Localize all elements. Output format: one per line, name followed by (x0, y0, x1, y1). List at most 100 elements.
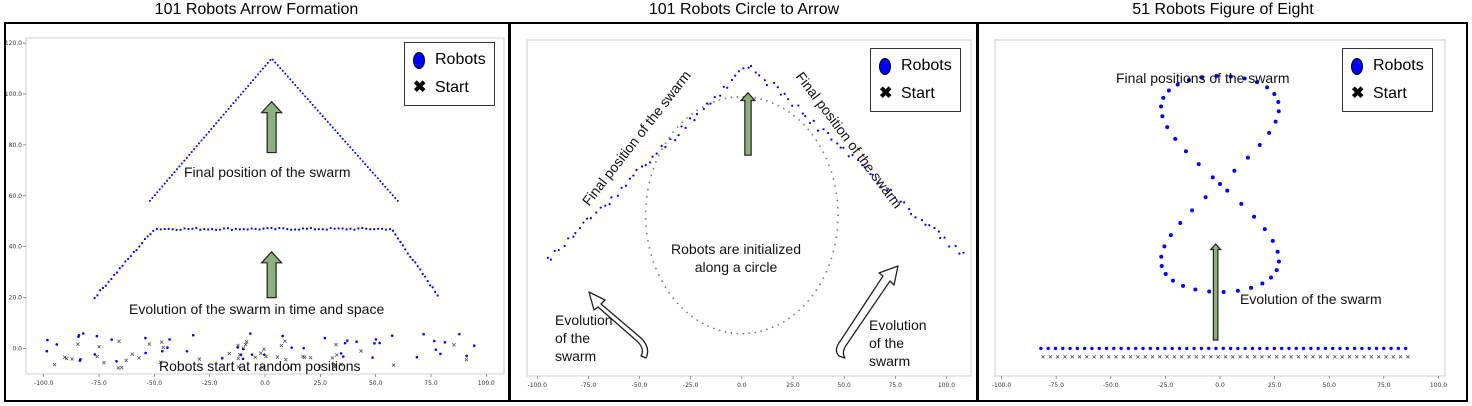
robot-point (371, 356, 374, 359)
start-point (645, 225, 647, 228)
start-point (1274, 354, 1279, 359)
robot-point (1159, 254, 1164, 259)
robot-point (1207, 289, 1212, 294)
robot-point (1352, 346, 1357, 351)
robot-point (276, 64, 279, 67)
robot-point (357, 227, 360, 230)
robot-point (1269, 275, 1274, 280)
robot-point (146, 235, 149, 238)
robot-point (439, 352, 442, 356)
robot-point (138, 245, 141, 248)
panel-3-title: 51 Robots Figure of Eight (1132, 1, 1314, 18)
panel-1-title: 101 Robots Arrow Formation (154, 1, 359, 18)
robot-point (851, 153, 854, 157)
robot-point (302, 346, 306, 350)
start-point (283, 357, 288, 362)
robot-point (1228, 74, 1233, 79)
robot-point (674, 139, 677, 142)
robot-point (628, 177, 631, 180)
robot-point (326, 120, 329, 123)
start-point (1165, 354, 1169, 359)
start-point (260, 365, 265, 370)
robot-point (1165, 125, 1170, 130)
robot-point (1170, 278, 1175, 283)
robot-point (314, 106, 317, 109)
robot-point (1075, 346, 1080, 351)
robot-point (118, 267, 121, 270)
robot-point (227, 107, 230, 110)
robot-point (1294, 346, 1298, 351)
robot-point (664, 145, 667, 149)
start-point (822, 151, 825, 154)
start-point (1114, 354, 1118, 359)
robot-point (155, 227, 158, 231)
robot-point (1053, 346, 1058, 351)
robot-point (124, 260, 127, 263)
start-point (798, 119, 800, 121)
robot-point (1274, 268, 1279, 273)
robot-point (234, 99, 237, 102)
robot-point (1126, 346, 1131, 351)
start-point (158, 360, 163, 365)
robot-point (599, 206, 602, 209)
start-point (287, 366, 291, 371)
start-point (464, 357, 469, 362)
robot-point (726, 86, 729, 89)
legend-start-label: Start (1373, 85, 1407, 102)
robot-point (249, 332, 252, 335)
robot-point (144, 336, 147, 340)
robot-point (1360, 346, 1364, 351)
robot-point (1249, 285, 1254, 290)
robot-point (297, 228, 301, 231)
start-point (1172, 354, 1177, 359)
robot-point (337, 227, 340, 230)
robot-point (1162, 244, 1167, 249)
robot-point (1276, 109, 1281, 114)
robot-point (349, 146, 352, 149)
start-point (1194, 354, 1199, 359)
start-point (1369, 354, 1374, 359)
robot-point (369, 228, 372, 231)
robot-point (1396, 346, 1401, 351)
robot-point (353, 228, 356, 231)
legend-robots-label: Robots (901, 57, 952, 74)
y-tick-label: 80.0 (9, 142, 23, 149)
start-point (1128, 354, 1133, 359)
robot-point (331, 126, 334, 129)
robot-point (339, 352, 343, 355)
robot-point (924, 223, 927, 226)
robot-point (247, 84, 250, 87)
robot-point (234, 227, 237, 230)
robot-point (148, 199, 151, 202)
start-point (686, 311, 688, 314)
robot-point (202, 136, 205, 139)
robot-point (379, 180, 382, 183)
robot-point (737, 70, 741, 73)
robot-point (371, 171, 374, 174)
start-point (793, 313, 796, 316)
robot-point (369, 168, 372, 171)
robot-point (928, 224, 931, 227)
robot-point (421, 272, 424, 276)
robot-point (695, 113, 699, 116)
robot-point (1161, 95, 1166, 100)
start-point (777, 323, 780, 326)
start-point (766, 328, 768, 331)
robot-point (399, 240, 402, 244)
robot-point (252, 79, 255, 82)
robot-point (765, 83, 769, 87)
robot-point (384, 228, 388, 231)
start-point (645, 195, 648, 198)
robot-point (364, 163, 367, 166)
robot-marker-icon (413, 51, 425, 69)
robot-point (1200, 75, 1205, 80)
robot-point (411, 258, 414, 262)
start-point (1121, 354, 1126, 359)
robot-point (1331, 346, 1335, 351)
robot-point (95, 334, 99, 338)
start-point (664, 142, 667, 145)
annotation-circle-init: Robots are initialized along a circle (671, 241, 801, 275)
curved-evolution-arrow-right (835, 265, 899, 359)
plot-area (526, 39, 972, 377)
